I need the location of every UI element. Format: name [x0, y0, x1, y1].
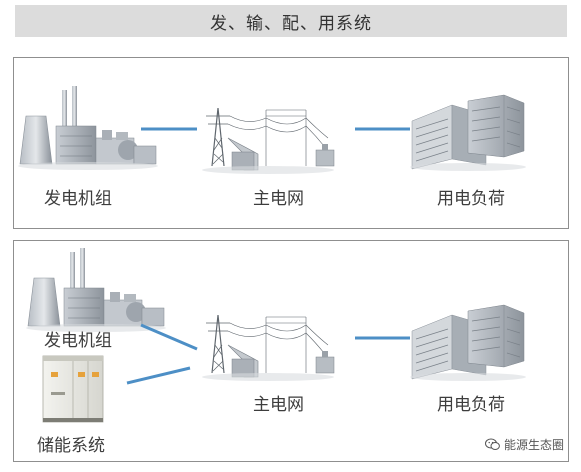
wechat-icon: [484, 438, 500, 450]
load-label: 用电负荷: [437, 395, 505, 415]
power-plant-icon: [17, 85, 159, 171]
battery-storage-cabinet-icon: [42, 355, 104, 423]
power-plant-icon: [25, 247, 167, 333]
diagram-title-text: 发、输、配、用系统: [210, 13, 372, 34]
office-buildings-icon: [409, 94, 527, 172]
generator-label: 发电机组: [44, 189, 112, 209]
generator-label: 发电机组: [44, 331, 112, 351]
load-label: 用电负荷: [437, 189, 505, 209]
transmission-grid-icon: [201, 314, 335, 382]
storage-label: 储能系统: [37, 436, 105, 456]
grid-label: 主电网: [253, 395, 304, 415]
watermark-text: 能源生态圈: [503, 438, 564, 452]
connector-line: [140, 323, 198, 351]
grid-label: 主电网: [253, 189, 304, 209]
transmission-grid-icon: [201, 107, 335, 175]
connector-line: [126, 366, 191, 385]
diagram-title: 发、输、配、用系统: [15, 5, 567, 37]
office-buildings-icon: [409, 304, 527, 382]
watermark: 能源生态圈: [481, 435, 567, 454]
